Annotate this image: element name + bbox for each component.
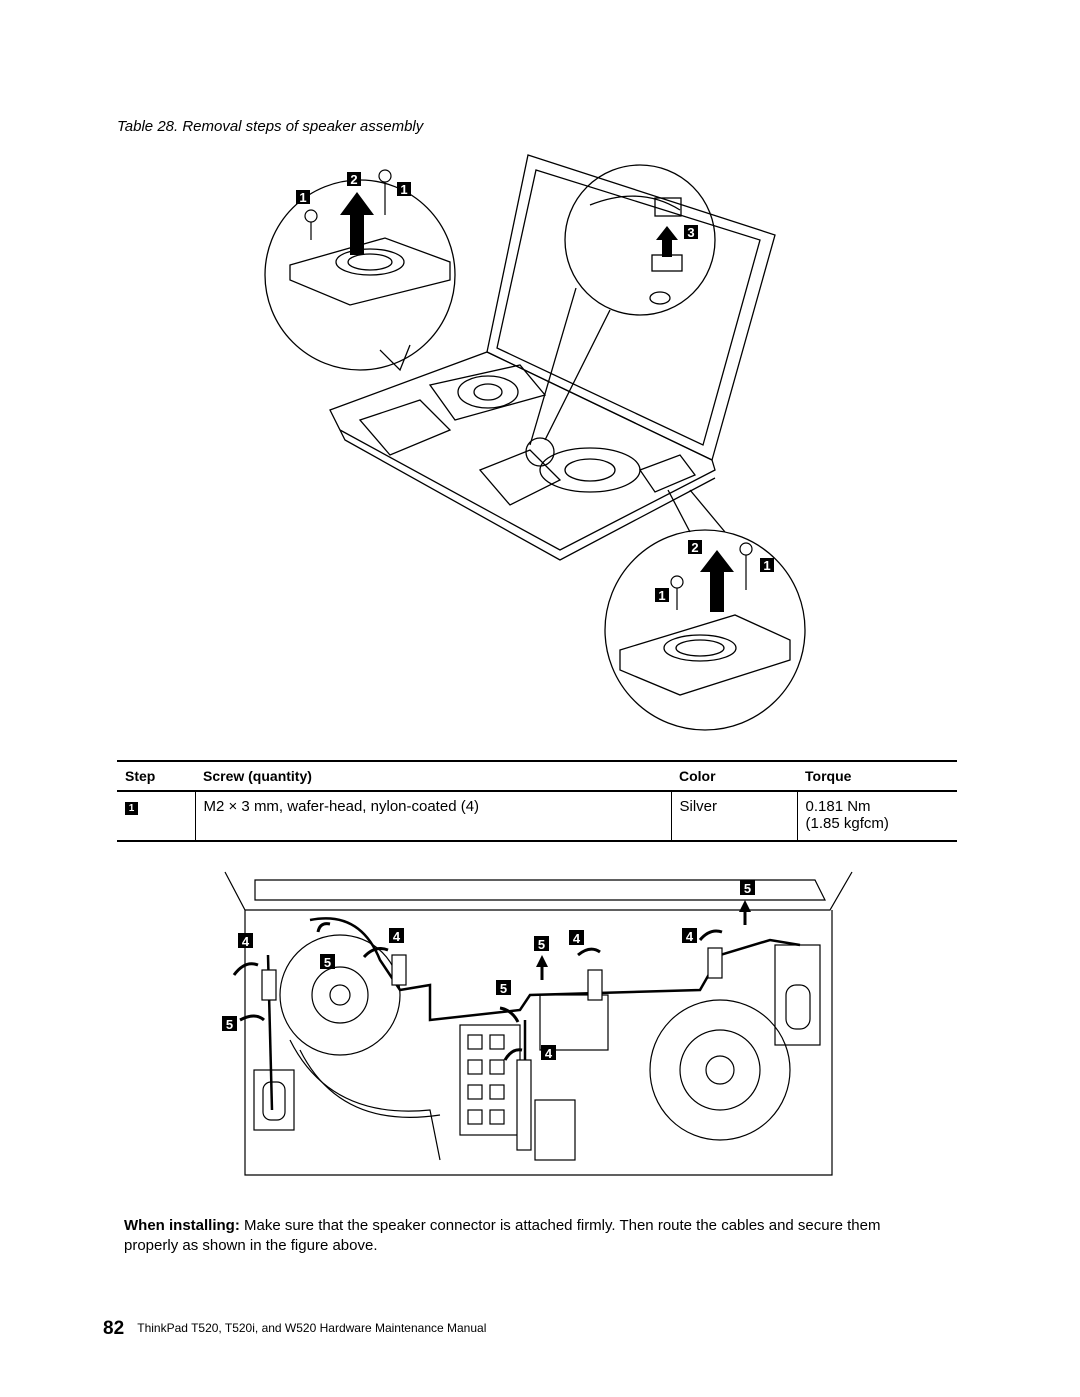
callout-label: 4 [573, 931, 581, 946]
step-badge: 1 [125, 802, 138, 815]
callout-badges: 1 2 1 3 2 1 1 [296, 172, 774, 603]
torque-kgfcm: (1.85 kgfcm) [805, 815, 889, 832]
callout-1 [760, 558, 774, 572]
callout-label: 5 [538, 937, 545, 952]
callout-label: 5 [744, 881, 751, 896]
callout-label: 1 [763, 558, 770, 573]
cell-step: 1 [117, 791, 195, 842]
callout-5 [534, 936, 549, 951]
callout-4 [682, 928, 697, 943]
callout-label: 1 [299, 190, 306, 205]
callout-label: 5 [500, 981, 507, 996]
callout-label: 2 [350, 172, 357, 187]
callout-label: 2 [691, 540, 698, 555]
callout-label: 1 [400, 182, 407, 197]
callout-label: 4 [393, 929, 401, 944]
callout-label: 3 [687, 225, 694, 240]
install-text: Make sure that the speaker connector is … [124, 1217, 881, 1254]
cable-routing-illustration: 5 4 4 4 5 4 5 5 5 4 [222, 871, 853, 1176]
speaker-removal-illustration: 1 2 1 3 2 1 1 [264, 154, 806, 731]
torque-nm: 0.181 Nm [805, 798, 871, 815]
table-row: 1 M2 × 3 mm, wafer-head, nylon-coated (4… [117, 791, 957, 842]
screw-spec-table: Step Screw (quantity) Color Torque 1 M2 … [117, 760, 957, 842]
callout-2 [688, 540, 702, 554]
cell-screw: M2 × 3 mm, wafer-head, nylon-coated (4) [194, 791, 671, 842]
callout-1 [296, 190, 310, 204]
callout-label: 4 [545, 1046, 553, 1061]
callout-3 [684, 225, 698, 239]
callout-label: 4 [686, 929, 694, 944]
header-color: Color [671, 760, 797, 792]
callout-4 [389, 928, 404, 943]
callout-5 [740, 880, 755, 895]
callout-label: 1 [658, 588, 665, 603]
callout-1 [655, 588, 669, 602]
cell-torque: 0.181 Nm (1.85 kgfcm) [796, 791, 957, 842]
callout-5 [222, 1016, 237, 1031]
manual-title: ThinkPad T520, T520i, and W520 Hardware … [137, 1321, 487, 1335]
installation-note: When installing: Make sure that the spea… [124, 1216, 924, 1256]
callout-label: 4 [242, 934, 250, 949]
callout-4 [238, 933, 253, 948]
install-label: When installing: [124, 1217, 240, 1234]
callout-label: 5 [226, 1017, 233, 1032]
table-header-row: Step Screw (quantity) Color Torque [117, 760, 957, 792]
callout-label: 5 [324, 955, 331, 970]
cell-color: Silver [670, 791, 797, 842]
header-step: Step [117, 760, 195, 792]
table-caption: Table 28. Removal steps of speaker assem… [117, 118, 424, 135]
callout-5 [320, 954, 335, 969]
callout-5 [496, 980, 511, 995]
page-number: 82 [103, 1318, 125, 1339]
callout-2 [347, 172, 361, 186]
header-torque: Torque [797, 760, 957, 792]
callout-1 [397, 182, 411, 196]
header-screw: Screw (quantity) [195, 760, 671, 792]
page-footer: 82 ThinkPad T520, T520i, and W520 Hardwa… [103, 1318, 486, 1340]
callout-4 [569, 930, 584, 945]
callout-4 [541, 1045, 556, 1060]
